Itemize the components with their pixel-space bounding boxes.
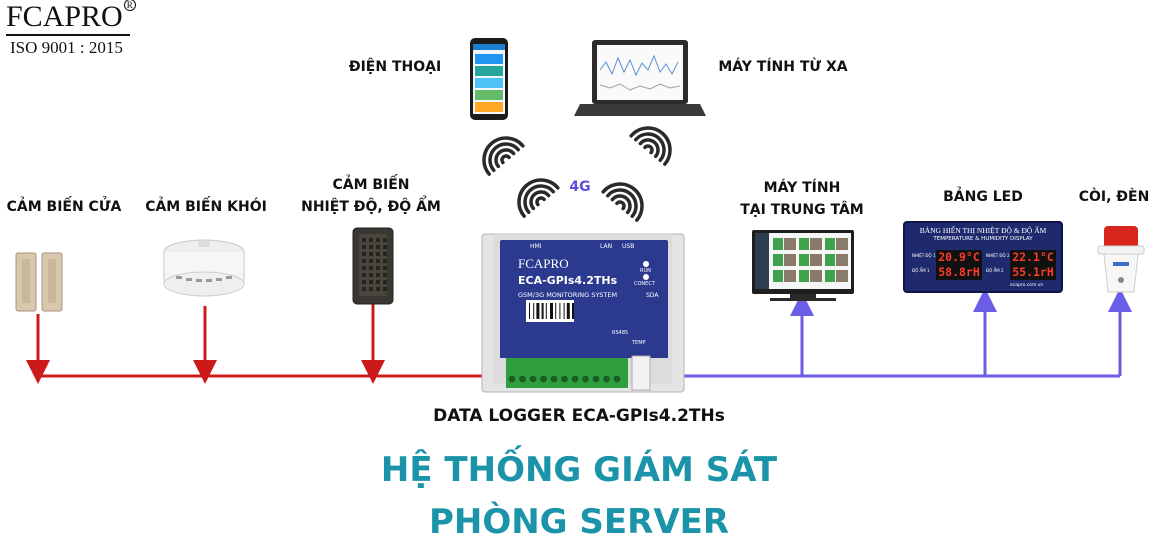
laptop-image (574, 40, 706, 116)
data-logger-device (481, 233, 685, 393)
logger-subtitle: GSM/3G MONITORING SYSTEM (518, 291, 618, 299)
page-title-line2: PHÒNG SERVER (428, 502, 730, 542)
port-usb: USB (622, 243, 635, 250)
phone-image (470, 38, 508, 120)
label-siren: CÒI, ĐÈN (1078, 189, 1150, 205)
output-wiring (684, 288, 1132, 378)
wifi-icon (629, 126, 672, 166)
page-title-line1: HỆ THỐNG GIÁM SÁT (380, 450, 778, 490)
sda-label: SDA (646, 292, 659, 299)
label-central-pc-2: TẠI TRUNG TÂM (740, 202, 864, 218)
label-phone: ĐIỆN THOẠI (348, 59, 442, 75)
central-pc-monitor (752, 230, 854, 301)
led-run: RUN (640, 268, 651, 274)
wifi-icon (601, 182, 644, 222)
led-label-t2: NHIỆT ĐỘ 2 (986, 253, 1010, 258)
label-smoke-sensor: CẢM BIẾN KHÓI (145, 199, 267, 215)
brand-underline (6, 34, 130, 36)
temp-port-label: TEMP (632, 340, 646, 346)
port-hmi: HMI (530, 243, 542, 250)
rs485-label: RS485 (612, 330, 629, 336)
led-label-t1: NHIỆT ĐỘ 1 (912, 253, 936, 258)
input-wiring (26, 304, 486, 384)
led-board (903, 221, 1063, 293)
brand-logo-text: FCAPRO (6, 0, 123, 33)
label-remote-pc: MÁY TÍNH TỪ XA (718, 59, 848, 75)
led-temp2: 22.1°C (1012, 250, 1054, 264)
temp-humidity-sensor (352, 227, 394, 305)
wifi-icon (482, 136, 525, 176)
led-temp1: 20.9°C (938, 250, 980, 264)
label-led-board: BẢNG LED (943, 189, 1023, 205)
siren-light (1097, 226, 1145, 293)
label-temp-sensor-1: CẢM BIẾN (332, 177, 410, 193)
led-header: BẢNG HIỂN THỊ NHIỆT ĐỘ & ĐỘ ẨM (919, 226, 1047, 235)
label-temp-sensor-2: NHIỆT ĐỘ, ĐỘ ẨM (301, 199, 441, 215)
device-name: DATA LOGGER ECA-GPIs4.2THs (433, 406, 725, 426)
led-label-h2: ĐỘ ẨM 2 (986, 268, 1004, 273)
smoke-sensor (163, 239, 245, 297)
wifi-icon (517, 178, 560, 218)
label-network: 4G (569, 179, 591, 195)
led-conect: CONECT (634, 281, 655, 287)
label-central-pc-1: MÁY TÍNH (763, 180, 841, 196)
led-label-h1: ĐỘ ẨM 1 (912, 268, 930, 273)
led-hum1: 58.8rH (938, 265, 980, 279)
led-hum2: 55.1rH (1012, 265, 1054, 279)
logger-model: ECA-GPIs4.2THs (518, 274, 618, 287)
logger-brand: FCAPRO (518, 256, 569, 271)
iso-label: ISO 9001 : 2015 (10, 38, 123, 57)
led-site: ecapro.com.vn (1010, 283, 1044, 288)
door-sensor (15, 252, 63, 312)
port-lan: LAN (600, 243, 613, 250)
label-door-sensor: CẢM BIẾN CỬA (6, 199, 122, 215)
led-subheader: TEMPERATURE & HUMIDITY DISPLAY (933, 236, 1033, 242)
registered-icon: R (123, 0, 136, 11)
